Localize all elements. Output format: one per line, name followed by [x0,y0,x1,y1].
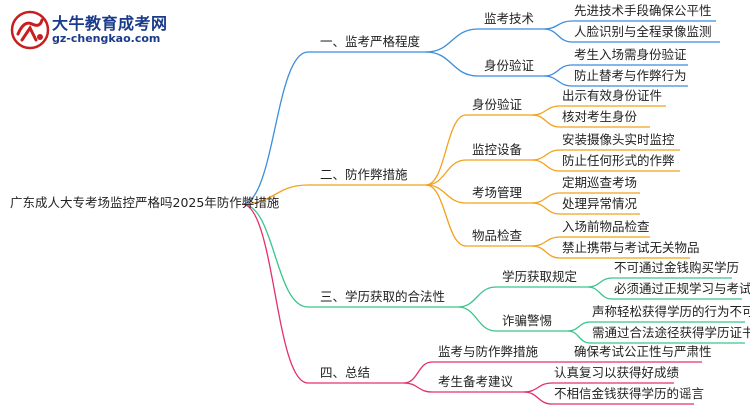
subtopic-3-1[interactable]: 学历获取规定 [502,269,578,284]
root-topic[interactable]: 广东成人大专考场监控严格吗2025年防作弊措施 [10,195,280,210]
subtopic-2-2[interactable]: 监控设备 [472,142,523,157]
logo-url: gz-chengkao.com [52,32,161,45]
subtopic-2-4[interactable]: 物品检查 [472,228,523,243]
edge-branch-3-sub-2 [457,306,497,332]
edge-sub-2-3-leaf-1 [531,192,561,204]
edge-sub-2-1-leaf-1 [531,105,561,116]
leaf-1-1-1[interactable]: 先进技术手段确保公平性 [574,3,712,18]
subtopic-2-1[interactable]: 身份验证 [472,97,523,112]
subtopic-2-3[interactable]: 考场管理 [472,185,523,200]
leaf-2-2-1[interactable]: 安装摄像头实时监控 [562,132,675,147]
edge-branch-2-sub-4 [425,184,467,247]
edge-sub-1-1-leaf-1 [543,20,573,30]
edge-sub-4-2-leaf-2 [523,391,553,405]
leaf-4-2-1[interactable]: 认真复习以获得好成绩 [554,365,680,380]
edge-sub-2-2-leaf-1 [531,149,561,161]
subtopic-4-2[interactable]: 考生备考建议 [438,374,514,389]
leaf-2-2-2[interactable]: 防止任何形式的作弊 [562,153,675,168]
edge-sub-2-4-leaf-2 [531,245,561,259]
edge-sub-3-2-leaf-2 [567,330,591,344]
leaf-2-4-2[interactable]: 禁止携带与考试无关物品 [562,240,700,255]
edge-sub-2-4-leaf-1 [531,236,561,247]
logo-mark-icon [10,10,50,50]
edge-branch-1-sub-1 [425,28,479,53]
leaf-3-2-1[interactable]: 声称轻松获得学历的行为不可信 [592,304,750,319]
edge-sub-1-2-leaf-2 [543,75,573,87]
edge-sub-3-1-leaf-2 [587,286,613,300]
leaf-2-1-1[interactable]: 出示有效身份证件 [562,88,663,103]
edge-root-branch-1 [241,51,309,205]
edge-branch-1-sub-2 [425,51,479,77]
leaf-4-1-1[interactable]: 确保考试公正性与严肃性 [574,344,712,359]
edge-root-branch-3 [241,203,309,308]
leaf-1-1-2[interactable]: 人脸识别与全程录像监测 [574,24,712,39]
leaf-1-2-1[interactable]: 考生入场需身份验证 [574,47,687,62]
edge-branch-4-sub-1 [403,361,433,384]
edge-sub-3-1-leaf-1 [587,277,613,288]
edge-sub-1-1-leaf-2 [543,28,573,43]
subtopic-1-2[interactable]: 身份验证 [484,58,535,73]
edge-sub-4-2-leaf-1 [523,382,553,393]
site-logo[interactable]: 大牛教育成考网 gz-chengkao.com [10,8,180,52]
edge-sub-2-1-leaf-2 [531,114,561,128]
leaf-2-3-1[interactable]: 定期巡查考场 [562,175,638,190]
branch-3[interactable]: 三、学历获取的合法性 [320,289,446,304]
edge-root-branch-2 [241,184,309,205]
subtopic-3-2[interactable]: 诈骗警惕 [502,313,553,328]
leaf-3-1-2[interactable]: 必须通过正规学习与考试 [614,281,750,296]
leaf-1-2-2[interactable]: 防止替考与作弊行为 [574,68,687,83]
edge-sub-3-2-leaf-1 [567,321,591,332]
leaf-2-1-2[interactable]: 核对考生身份 [562,109,638,124]
edge-sub-2-2-leaf-2 [531,159,561,172]
subtopic-1-1[interactable]: 监考技术 [484,11,535,26]
edge-branch-2-sub-1 [425,114,467,186]
subtopic-4-1[interactable]: 监考与防作弊措施 [438,344,539,359]
leaf-4-2-2[interactable]: 不相信金钱获得学历的谣言 [554,386,705,401]
leaf-3-1-1[interactable]: 不可通过金钱购买学历 [614,260,740,275]
leaf-2-3-2[interactable]: 处理异常情况 [562,196,638,211]
leaf-3-2-2[interactable]: 需通过合法途径获得学历证书 [592,325,750,340]
edge-root-branch-4 [241,203,309,384]
edge-branch-2-sub-2 [425,159,467,186]
branch-1[interactable]: 一、监考严格程度 [320,34,421,49]
leaf-2-4-1[interactable]: 入场前物品检查 [562,219,650,234]
edge-branch-3-sub-1 [457,286,497,308]
logo-site-name: 大牛教育成考网 [52,14,168,33]
branch-2[interactable]: 二、防作弊措施 [320,167,408,182]
edge-branch-4-sub-2 [403,382,433,393]
edge-sub-2-3-leaf-2 [531,202,561,215]
branch-4[interactable]: 四、总结 [320,365,371,380]
edge-sub-1-2-leaf-1 [543,64,573,77]
